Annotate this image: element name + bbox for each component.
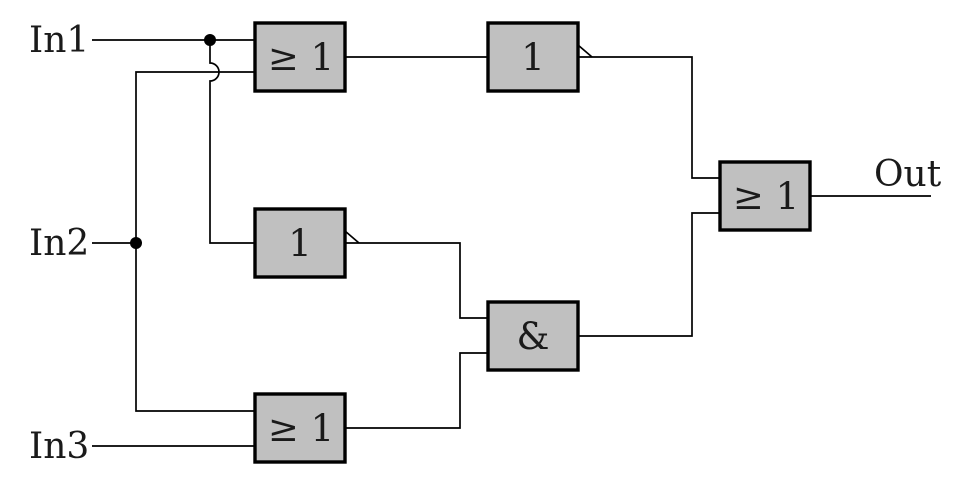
gate-or-bottom: ≥ 1 <box>253 392 347 464</box>
wire-in1-branch-to-not-mid-with-hop <box>209 40 255 244</box>
input-label-in1: In1 <box>29 20 89 61</box>
wire-in2-branch-up-to-or-top <box>135 71 255 243</box>
gate-and-mid-label: & <box>517 315 550 358</box>
gate-not-top: 1 <box>486 21 593 93</box>
gate-not-mid-label: 1 <box>288 222 312 265</box>
gate-or-bottom-box <box>253 392 347 464</box>
wire-and-to-or-out <box>578 212 720 337</box>
wire-not-mid-to-and <box>345 242 488 319</box>
input-label-in2: In2 <box>29 223 89 264</box>
negation-flag-icon <box>344 230 360 244</box>
gate-or-bottom-label: ≥ 1 <box>268 407 334 450</box>
gate-or-out-label: ≥ 1 <box>733 175 799 218</box>
junction-dot-in1 <box>204 34 216 46</box>
wire-or-bottom-to-and <box>345 352 488 429</box>
gate-and-mid-box <box>486 300 580 372</box>
negation-flag-icon <box>577 44 593 58</box>
output-label-out: Out <box>874 154 942 195</box>
gate-not-mid-box <box>253 207 347 279</box>
wire-not-top-to-or-out <box>578 56 720 179</box>
input-label-in3: In3 <box>29 426 89 467</box>
gate-not-top-label: 1 <box>521 36 545 79</box>
gate-or-out: ≥ 1 <box>718 160 812 232</box>
wire-in2-branch-down-to-or-bottom <box>135 243 255 412</box>
gate-or-top: ≥ 1 <box>253 21 347 93</box>
gate-not-mid: 1 <box>253 207 360 279</box>
junction-dot-in2 <box>130 237 142 249</box>
gate-or-out-box <box>718 160 812 232</box>
gate-not-top-box <box>486 21 580 93</box>
gate-or-top-box <box>253 21 347 93</box>
gate-and-mid: & <box>486 300 580 372</box>
gate-or-top-label: ≥ 1 <box>268 36 334 79</box>
